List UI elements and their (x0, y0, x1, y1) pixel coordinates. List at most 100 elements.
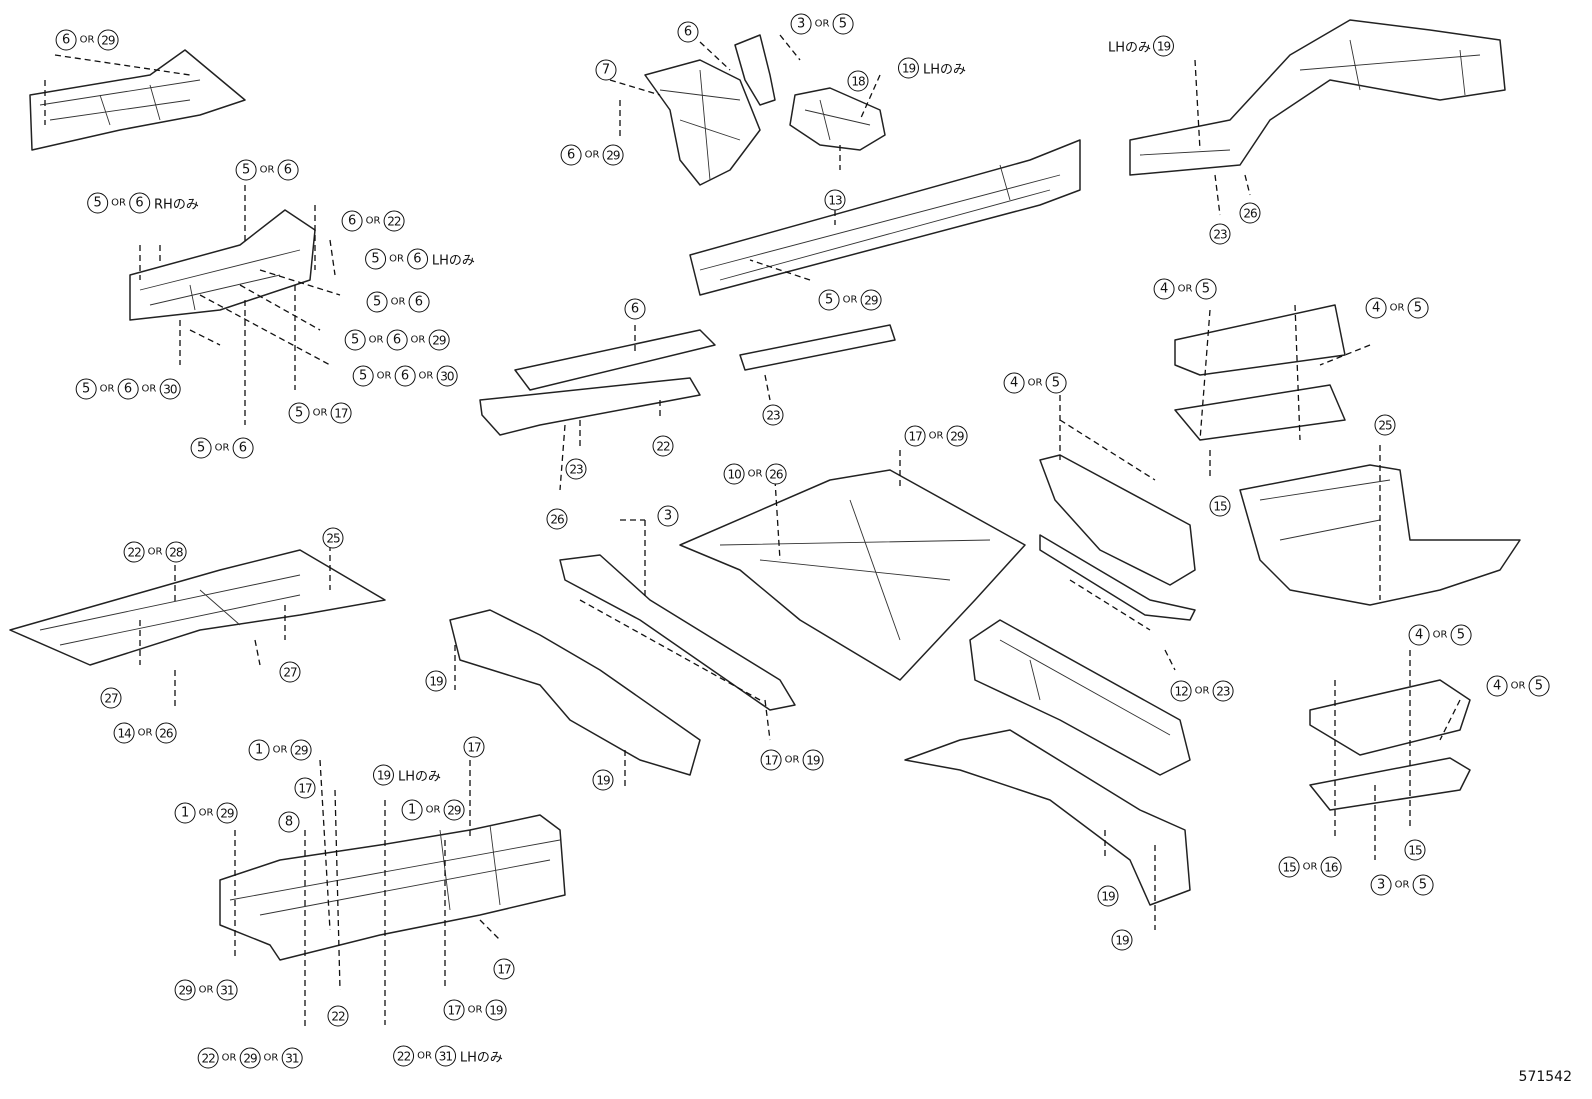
part-number-circle: 23 (762, 404, 784, 426)
part-number-circle: 5 (1412, 874, 1434, 896)
callout-15-b: 15 (1404, 839, 1426, 861)
callout-26-rail: 26 (546, 508, 568, 530)
part-number-circle: 17 (443, 999, 465, 1021)
part-number-circle: 30 (436, 365, 458, 387)
part-number-circle: 6 (624, 298, 646, 320)
callout-17-c: 17 (493, 958, 515, 980)
part-number-circle: 26 (546, 508, 568, 530)
part-number-circle: 19 (485, 999, 507, 1021)
part-number-circle: 18 (847, 70, 869, 92)
part-number-circle: 15 (1404, 839, 1426, 861)
callout-note: LHのみ (397, 769, 442, 785)
cowl-side-panel (644, 59, 761, 186)
part-number-circle: 22 (652, 435, 674, 457)
part-number-circle: 29 (216, 802, 238, 824)
part-number-circle: 19 (372, 764, 394, 786)
quarter-wheel-house-panel (1129, 19, 1506, 176)
part-number-circle: 6 (406, 248, 428, 270)
part-number-circle: 5 (190, 437, 212, 459)
part-number-circle: 17 (904, 425, 926, 447)
part-number-circle: 15 (1209, 495, 1231, 517)
part-number-circle: 17 (463, 736, 485, 758)
part-number-circle: 1 (248, 739, 270, 761)
callout-8: 8 (278, 811, 300, 833)
front-floor-pan (9, 549, 386, 666)
part-number-circle: 4 (1486, 675, 1508, 697)
or-label: OR (1510, 680, 1526, 692)
part-number-circle: 25 (322, 527, 344, 549)
part-number-circle: 22 (123, 541, 145, 563)
part-number-circle: 29 (443, 799, 465, 821)
apron-bracket-top (734, 34, 776, 106)
or-label: OR (1177, 283, 1193, 295)
part-number-circle: 22 (383, 210, 405, 232)
center-floor-tunnel-assembly (219, 814, 566, 961)
or-label: OR (99, 383, 115, 395)
or-label: OR (467, 1004, 483, 1016)
part-number-circle: 19 (1111, 929, 1133, 951)
callout-17-b: 17 (294, 777, 316, 799)
part-number-circle: 17 (493, 958, 515, 980)
part-number-circle: 29 (602, 144, 624, 166)
or-label: OR (141, 383, 157, 395)
callout-27-right: 27 (279, 661, 301, 683)
part-number-circle: 17 (330, 402, 352, 424)
part-number-circle: 31 (216, 979, 238, 1001)
part-number-circle: 31 (281, 1047, 303, 1069)
part-number-circle: 6 (394, 365, 416, 387)
callout-19-a: 19 (425, 670, 447, 692)
part-number-circle: 22 (327, 1005, 349, 1027)
part-number-circle: 13 (824, 189, 846, 211)
part-number-circle: 5 (1045, 372, 1067, 394)
part-number-circle: 5 (344, 329, 366, 351)
rear-floor-crossmember-top (1174, 304, 1346, 441)
part-number-circle: 7 (595, 59, 617, 81)
front-side-member-left (129, 209, 316, 321)
callout-26-top-right: 26 (1239, 202, 1261, 224)
or-label: OR (198, 807, 214, 819)
or-label: OR (389, 253, 404, 265)
floor-reinforcement (739, 324, 896, 371)
or-label: OR (928, 430, 944, 442)
part-number-circle: 28 (165, 541, 187, 563)
rear-crossmember-lower-lower (1309, 757, 1471, 811)
rear-floor-side-member (1039, 454, 1196, 621)
diagram-id: 571542 (1518, 1069, 1572, 1085)
part-number-circle: 1 (174, 802, 196, 824)
part-number-circle: 23 (1209, 223, 1231, 245)
part-number-circle: 23 (565, 458, 587, 480)
part-number-circle: 6 (277, 159, 299, 181)
or-label: OR (365, 215, 381, 227)
rocker-panel-long (689, 139, 1081, 296)
part-number-circle: 19 (425, 670, 447, 692)
or-label: OR (584, 149, 600, 161)
or-label: OR (425, 804, 441, 816)
part-number-circle: 19 (897, 57, 919, 79)
part-number-circle: 6 (232, 437, 254, 459)
or-label: OR (1194, 685, 1210, 697)
callout-note: LHのみ (459, 1050, 503, 1066)
callout-13: 13 (824, 189, 846, 211)
front-side-rail-upper-left (29, 49, 246, 151)
part-number-circle: 19 (1097, 885, 1119, 907)
part-number-circle: 19 (592, 769, 614, 791)
part-number-circle: 5 (818, 289, 840, 311)
part-number-circle: 4 (1153, 278, 1175, 300)
or-label: OR (214, 442, 230, 454)
part-number-circle: 8 (278, 811, 300, 833)
